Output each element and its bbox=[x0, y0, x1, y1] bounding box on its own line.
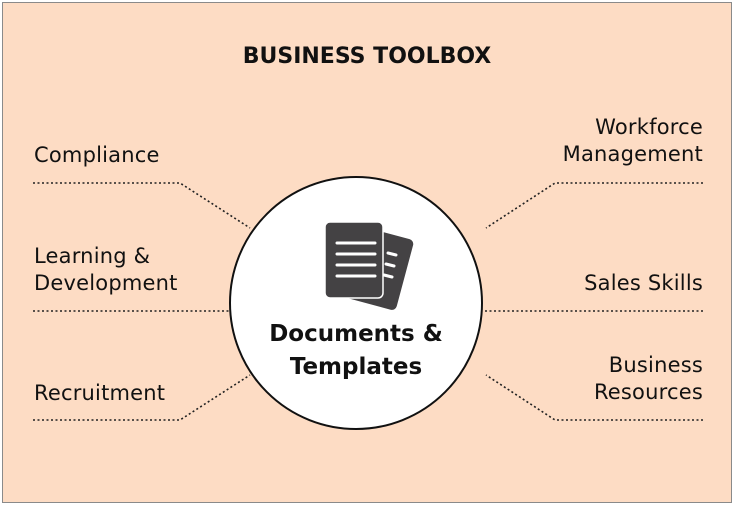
center-circle bbox=[229, 176, 483, 430]
item-label: Resources bbox=[593, 380, 703, 404]
center-label: Documents & Templates bbox=[230, 318, 482, 384]
item-business-resources: Business Resources bbox=[594, 352, 703, 406]
item-label: Learning & bbox=[34, 244, 151, 268]
item-workforce-management: Workforce Management bbox=[563, 114, 703, 168]
item-label: Business bbox=[608, 353, 703, 377]
item-label: Development bbox=[34, 271, 178, 295]
item-label: Recruitment bbox=[34, 381, 166, 405]
item-label: Compliance bbox=[34, 143, 160, 167]
diagram-title: BUSINESS TOOLBOX bbox=[242, 44, 492, 69]
item-sales-skills: Sales Skills bbox=[584, 270, 703, 297]
item-label: Workforce bbox=[595, 115, 703, 139]
center-label-line1: Documents & bbox=[269, 321, 443, 347]
connector-compliance bbox=[33, 182, 251, 229]
item-learning-development: Learning & Development bbox=[34, 243, 178, 297]
item-label: Management bbox=[562, 142, 703, 166]
item-compliance: Compliance bbox=[34, 142, 160, 169]
connector-business bbox=[485, 374, 703, 421]
connector-workforce bbox=[485, 182, 703, 229]
documents-icon bbox=[324, 221, 414, 310]
item-recruitment: Recruitment bbox=[34, 380, 165, 407]
center-label-line2: Templates bbox=[289, 354, 423, 380]
item-label: Sales Skills bbox=[584, 271, 703, 295]
